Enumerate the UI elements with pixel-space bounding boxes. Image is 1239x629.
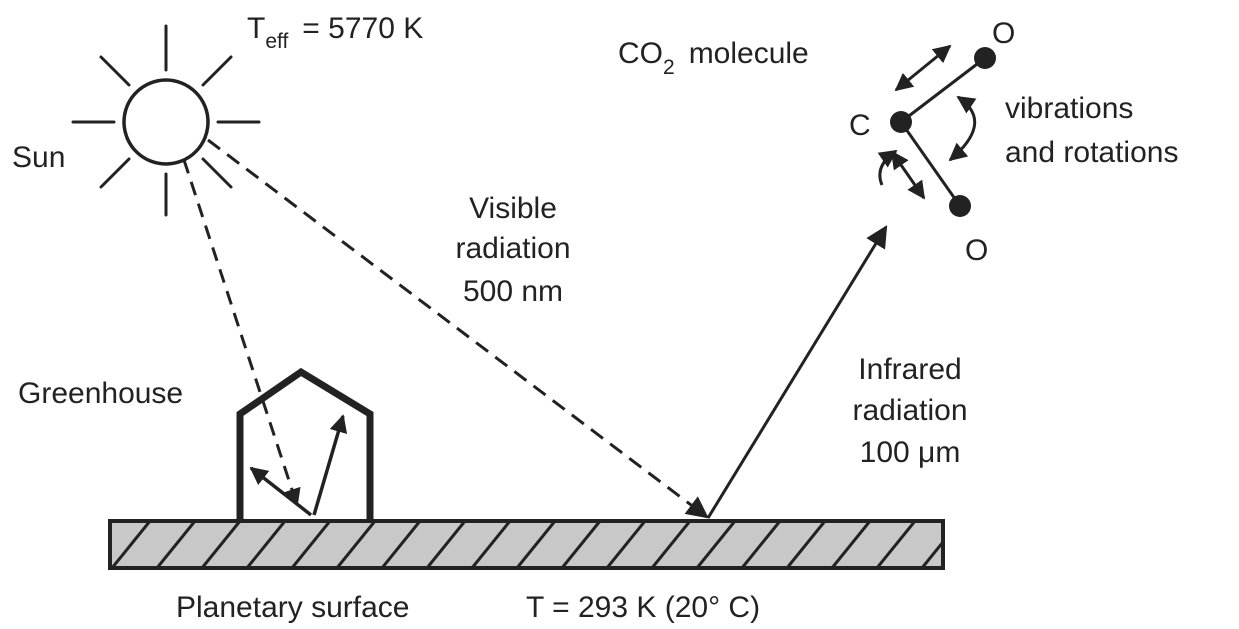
hatch-line <box>650 521 692 568</box>
visible-label-line1: Visible <box>469 192 557 225</box>
surface-temperature: T = 293 K (20° C) <box>526 591 760 624</box>
motion-label-line1: vibrations <box>1005 92 1133 125</box>
hatch-line <box>335 521 377 568</box>
sun-rays <box>71 24 261 217</box>
hatch-line <box>155 521 197 568</box>
hatch-line <box>200 521 242 568</box>
hatch-line <box>695 521 737 568</box>
infrared-label-line2: radiation <box>852 394 967 427</box>
oxygen-bottom-label: O <box>965 234 988 267</box>
greenhouse-reflected-ray-left <box>249 466 313 517</box>
co2-title: CO2 molecule <box>618 37 809 79</box>
oxygen-top-label: O <box>992 17 1015 50</box>
rotation-arrow-left <box>877 149 898 186</box>
carbon-label: C <box>849 109 871 142</box>
hatch-line <box>515 521 557 568</box>
hatch-line <box>830 521 872 568</box>
motion-label-line2: and rotations <box>1005 136 1178 169</box>
hatch-line <box>785 521 827 568</box>
hatch-line <box>605 521 647 568</box>
rotation-arrow-right <box>948 95 977 162</box>
temp-subscript: eff <box>265 30 288 53</box>
hatch-line <box>290 521 332 568</box>
hatch-line <box>560 521 602 568</box>
vibration-arrow-upper <box>894 44 952 92</box>
co2-formula-main: CO <box>618 37 663 70</box>
effective-temperature: Teff = 5770 K <box>247 12 423 53</box>
hatch-line <box>875 521 917 568</box>
visible-label-line3: 500 nm <box>463 275 563 308</box>
co2-molecule <box>890 47 996 217</box>
planetary-surface <box>108 519 945 570</box>
sun-disk <box>122 78 210 166</box>
carbon-atom <box>890 111 912 133</box>
hatch-line <box>920 539 943 568</box>
infrared-label-line1: Infrared <box>858 353 961 386</box>
sun-label: Sun <box>12 141 65 174</box>
hatch-line <box>380 521 422 568</box>
visible-radiation-ray <box>207 138 709 519</box>
hatch-line <box>740 521 782 568</box>
infrared-label-line3: 100 μm <box>860 436 961 469</box>
surface-hatching <box>110 521 943 568</box>
co2-formula-subscript: 2 <box>663 56 675 79</box>
greenhouse-label: Greenhouse <box>18 377 183 410</box>
oxygen-atom-top <box>974 47 996 69</box>
co2-formula-word: molecule <box>689 37 809 70</box>
vibration-arrow-lower <box>890 150 926 200</box>
hatch-line <box>470 521 512 568</box>
bond-lower <box>899 121 962 207</box>
hatch-line <box>110 521 152 568</box>
surface-label: Planetary surface <box>176 591 409 624</box>
hatch-line <box>425 521 467 568</box>
temp-symbol: T <box>247 12 265 45</box>
greenhouse-reflected-ray-up <box>312 414 348 516</box>
greenhouse-outline <box>236 367 374 521</box>
greenhouse-incoming-ray <box>182 159 301 507</box>
visible-label-line2: radiation <box>455 232 570 265</box>
temp-value: = 5770 K <box>302 12 423 45</box>
infrared-radiation-ray <box>706 225 888 519</box>
greenhouse <box>236 367 374 521</box>
sun <box>71 24 261 217</box>
hatch-line <box>245 521 287 568</box>
oxygen-atom-bottom <box>949 195 971 217</box>
